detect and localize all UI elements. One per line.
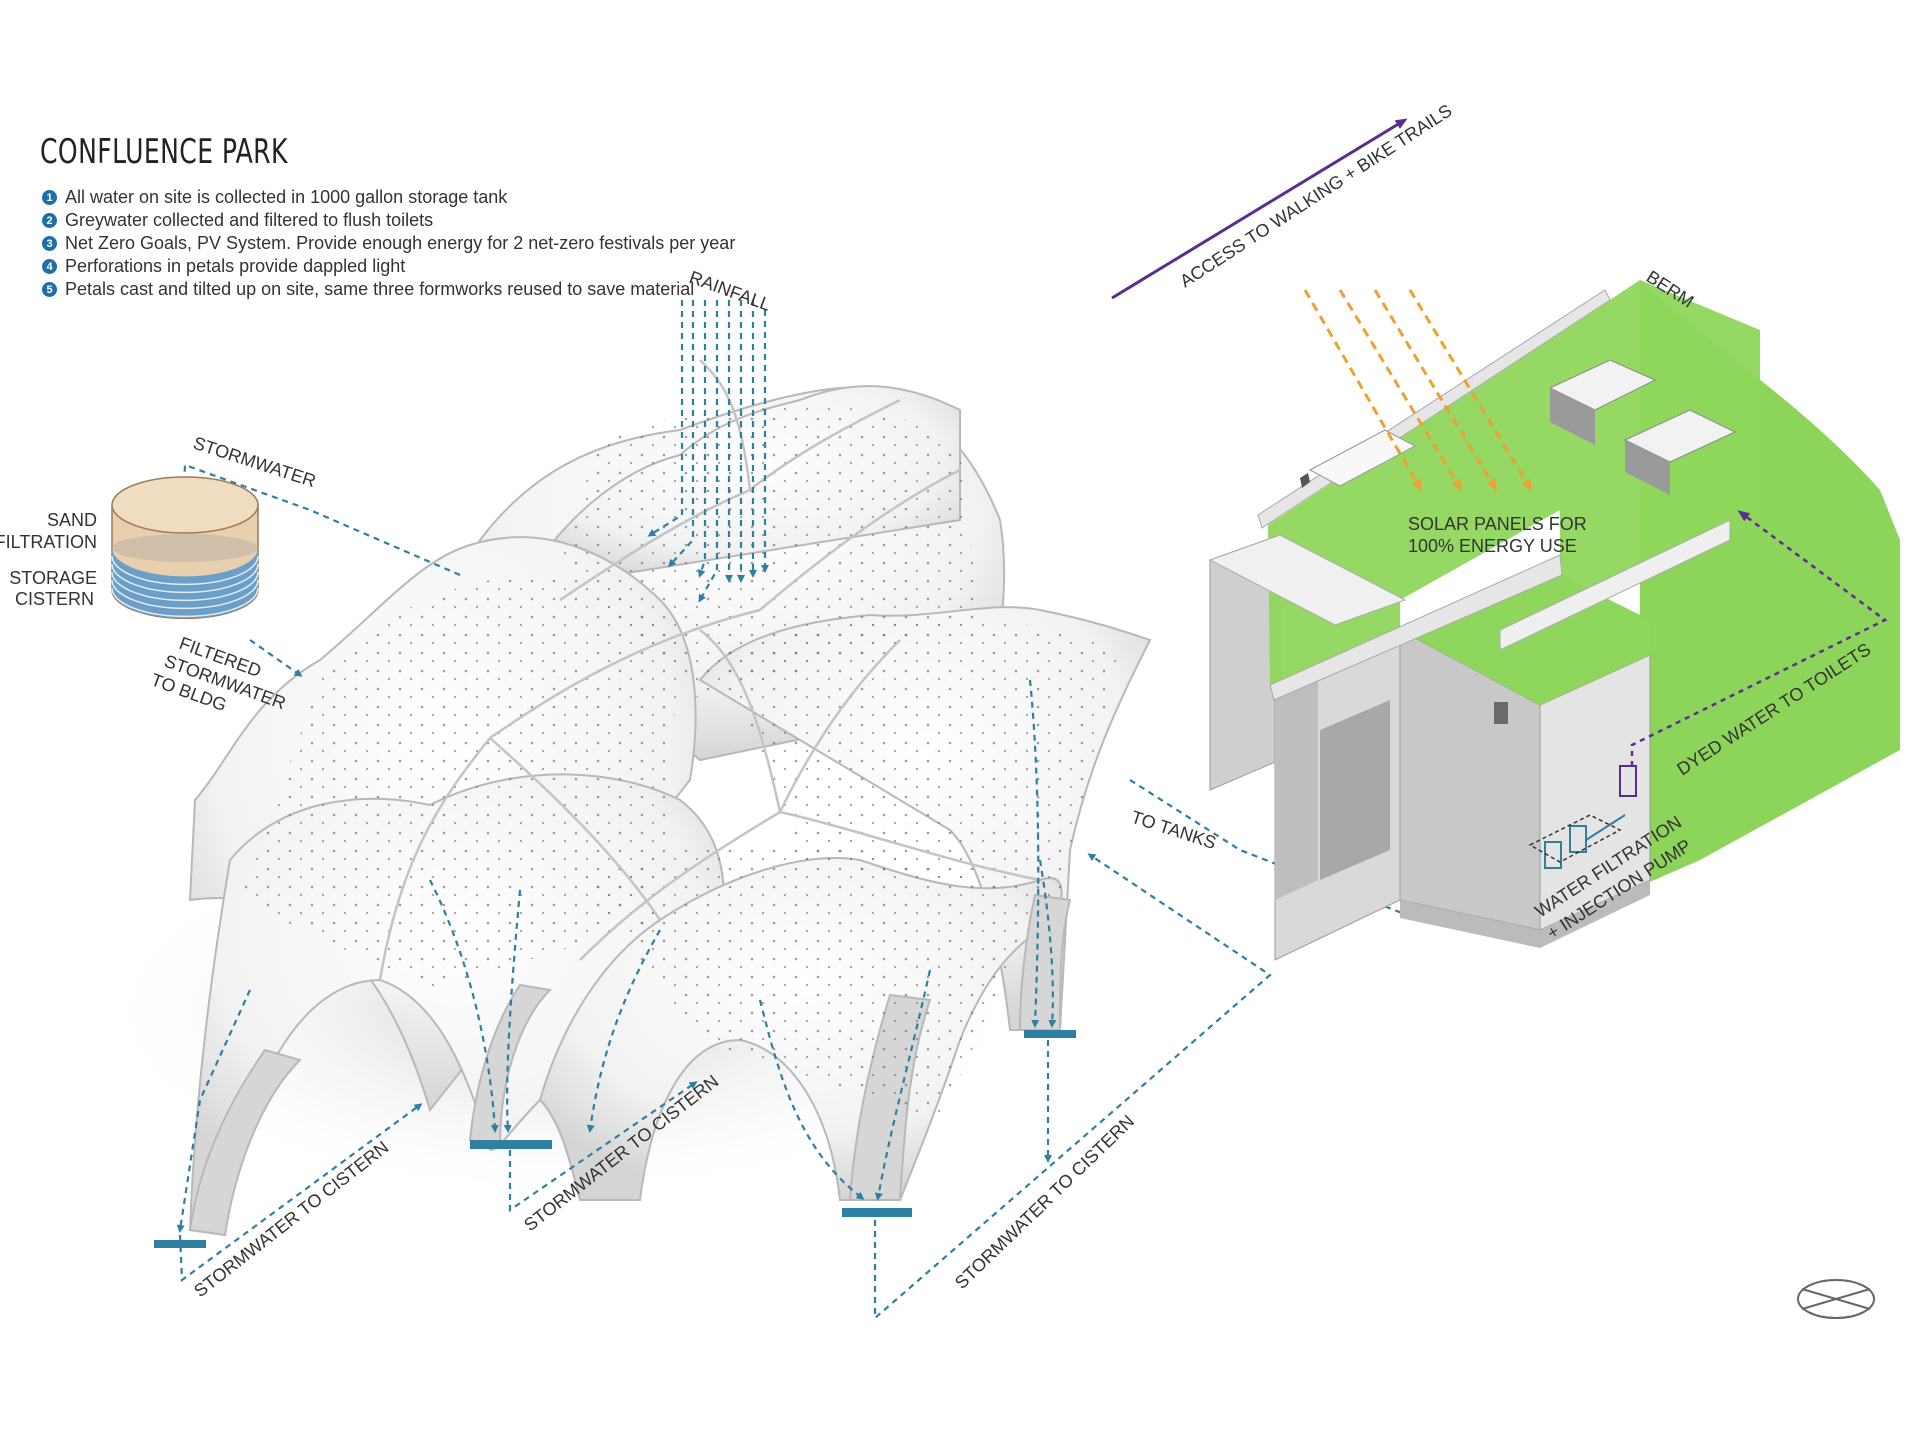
sand-filtration-label: SAND — [47, 510, 97, 530]
building — [1208, 280, 1900, 961]
note-item: 1 All water on site is collected in 1000 … — [42, 186, 735, 209]
note-number-badge: 3 — [42, 236, 57, 251]
rainfall-arrows — [647, 300, 769, 603]
note-item: 5 Petals cast and tilted up on site, same… — [42, 278, 735, 301]
dyed-water-arrow — [1630, 510, 1888, 766]
pavilion-petals — [188, 359, 1152, 1237]
note-text: Greywater collected and filtered to flus… — [65, 210, 434, 230]
note-text: Petals cast and tilted up on site, same … — [65, 279, 695, 299]
trail-access-arrow — [1111, 118, 1408, 300]
to-tanks-label: TO TANKS — [1129, 807, 1219, 853]
notes-list: 1 All water on site is collected in 1000 … — [42, 186, 735, 301]
sand-filtration-label-2: FILTRATION — [0, 532, 97, 552]
note-number-badge: 5 — [42, 282, 57, 297]
trail-access-label: ACCESS TO WALKING + BIKE TRAILS — [1176, 100, 1455, 291]
note-text: Net Zero Goals, PV System. Provide enoug… — [65, 233, 736, 253]
stormwater-cistern-label-3: STORMWATER TO CISTERN — [951, 1111, 1138, 1293]
note-number-badge: 2 — [42, 213, 57, 228]
solar-arrows — [1303, 289, 1533, 492]
note-text: Perforations in petals provide dappled l… — [65, 256, 406, 276]
storage-cistern-tank — [111, 476, 259, 626]
solar-label: SOLAR PANELS FOR — [1408, 514, 1587, 534]
note-number-badge: 4 — [42, 259, 57, 274]
note-item: 4 Perforations in petals provide dappled … — [42, 255, 735, 278]
solar-label-2: 100% ENERGY USE — [1408, 536, 1577, 556]
note-item: 3 Net Zero Goals, PV System. Provide enou… — [42, 232, 735, 255]
compass-icon — [1797, 1279, 1875, 1319]
note-number-badge: 1 — [42, 190, 57, 205]
note-text: All water on site is collected in 1000 g… — [65, 187, 508, 207]
note-item: 2 Greywater collected and filtered to flu… — [42, 209, 735, 232]
page-title: CONFLUENCE PARK — [40, 132, 288, 172]
storage-cistern-label: STORAGE — [9, 568, 97, 588]
storage-cistern-label-2: CISTERN — [15, 589, 94, 609]
cistern-pads — [154, 1030, 1076, 1248]
